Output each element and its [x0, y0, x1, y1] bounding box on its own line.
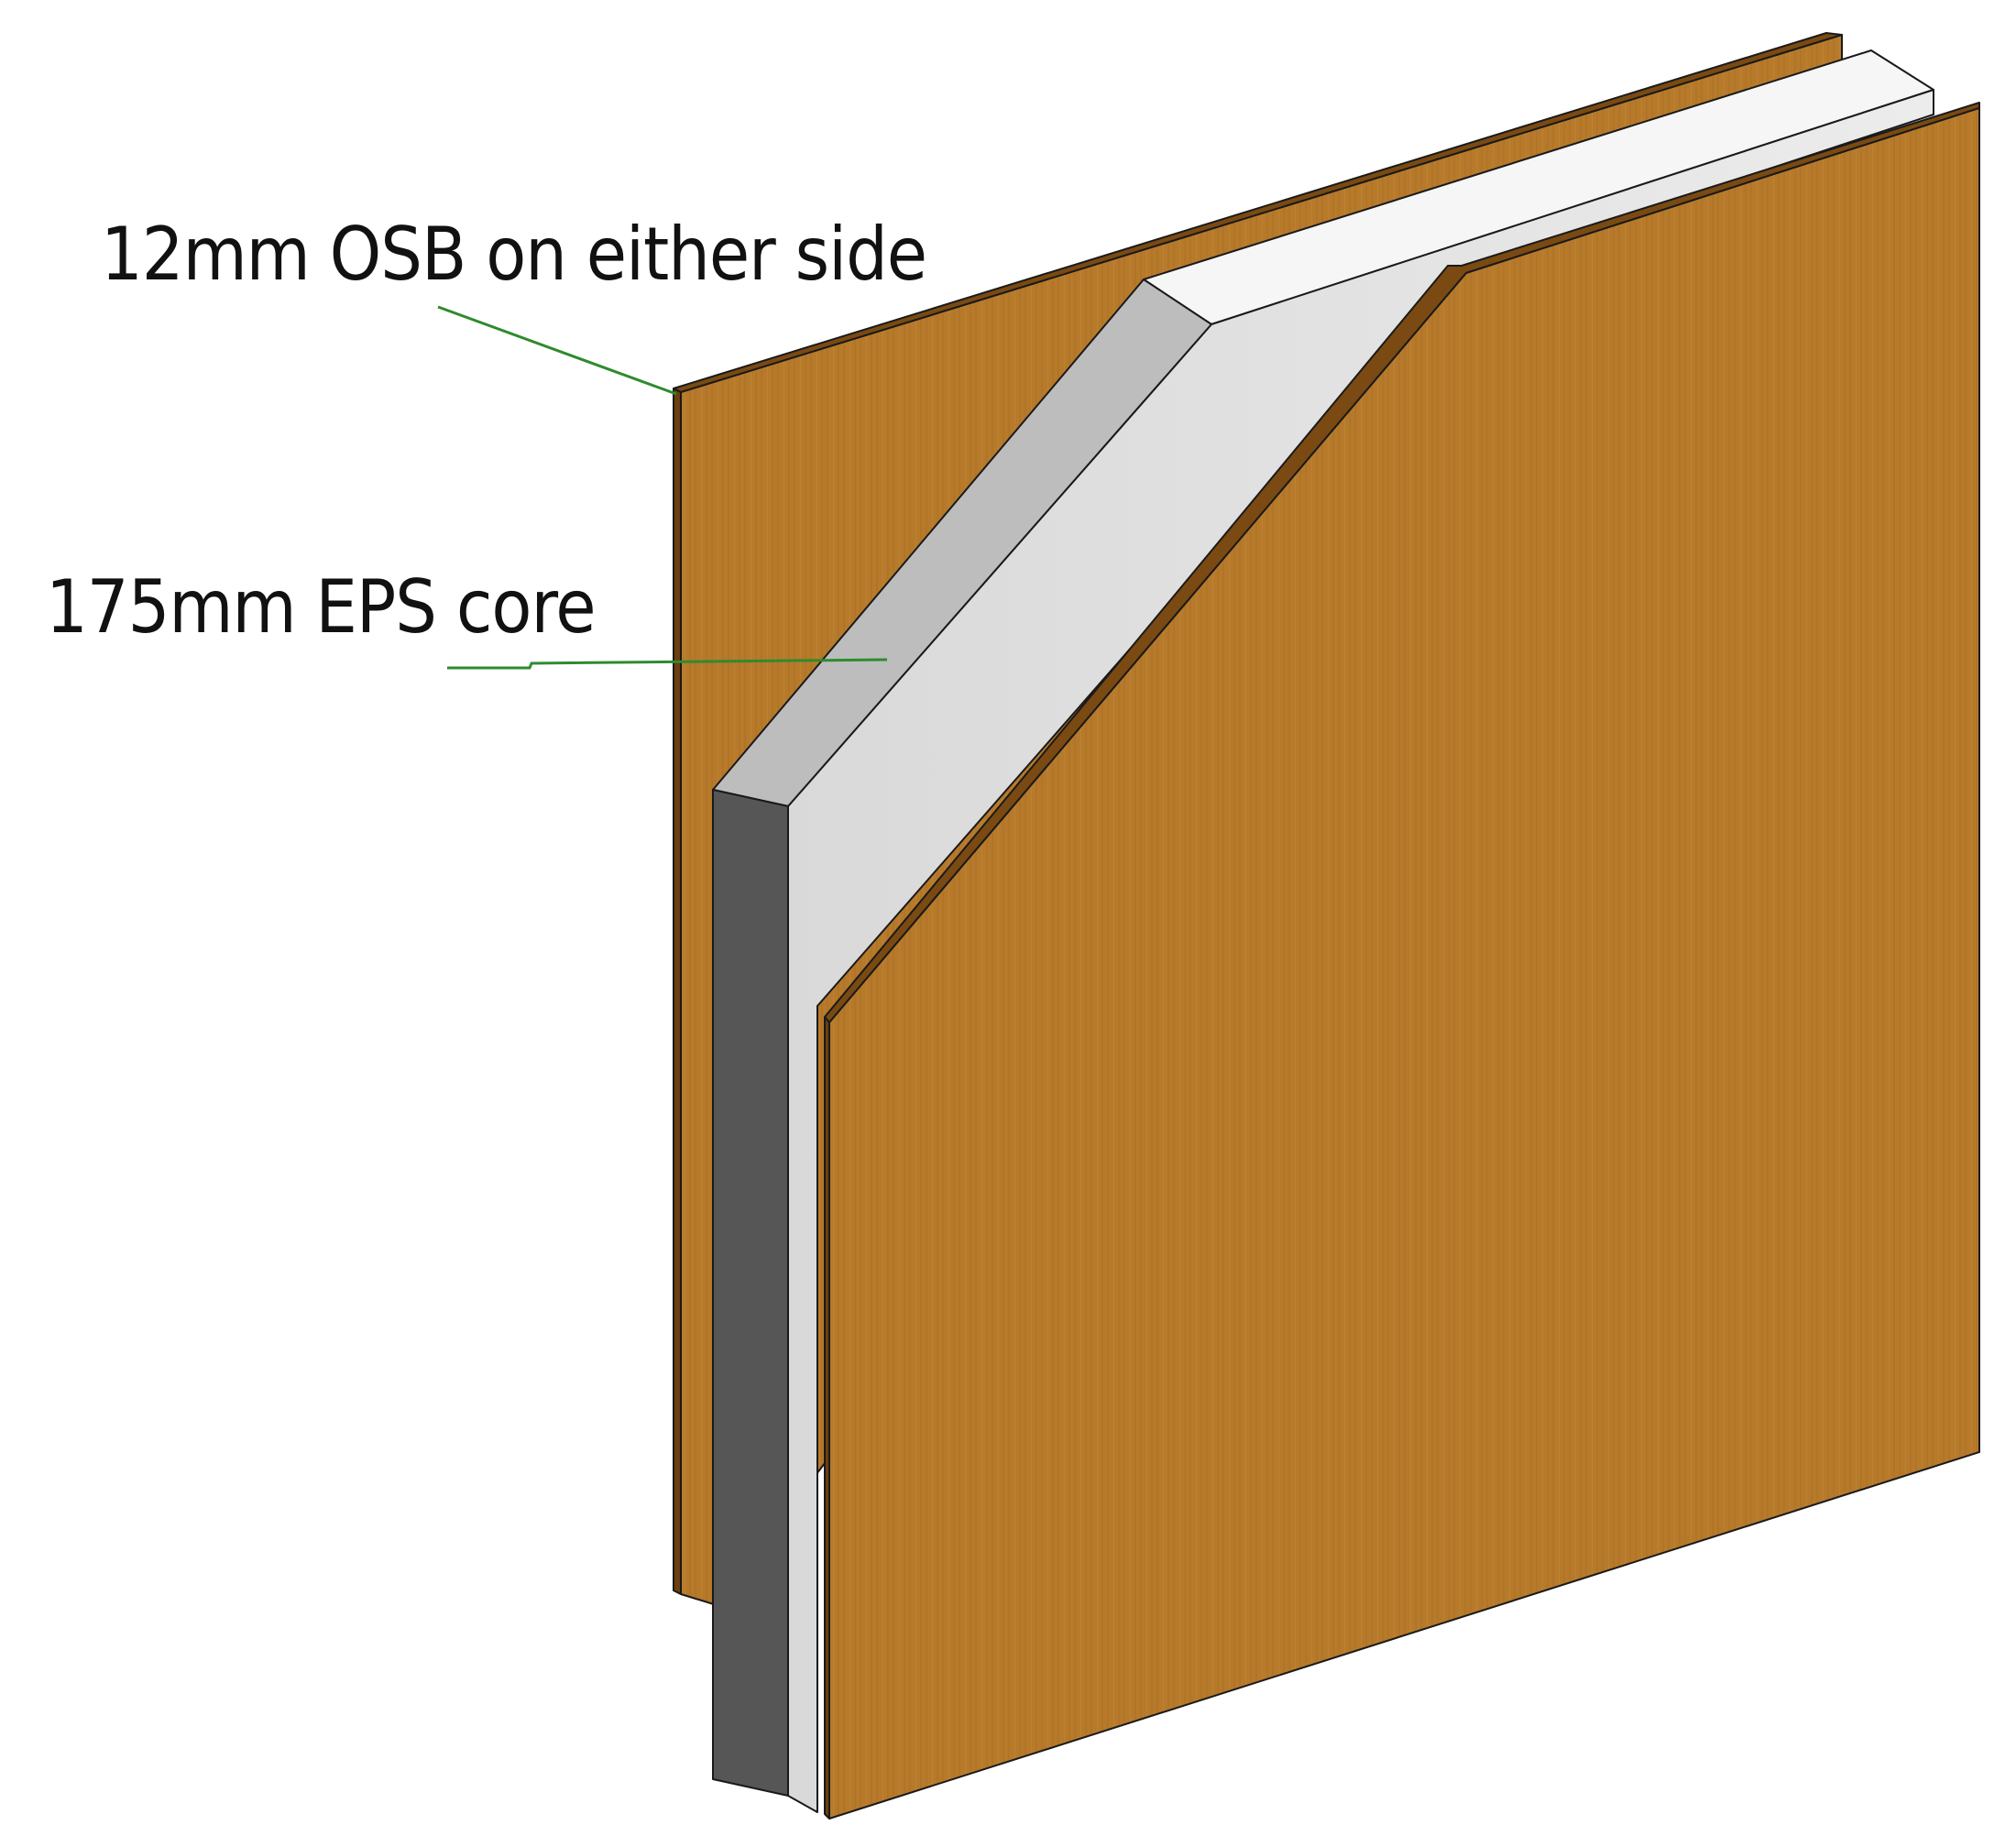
eps-callout-label: 175mm EPS core — [46, 564, 596, 650]
osb-back-side-edge — [673, 388, 682, 1595]
osb-board-front — [824, 102, 1980, 1820]
osb-leader-line — [437, 305, 677, 396]
eps-leader-line — [447, 658, 888, 670]
callout-osb: 12mm OSB on either side — [101, 212, 927, 396]
eps-core — [712, 49, 1934, 1813]
callout-eps: 175mm EPS core — [46, 564, 888, 670]
osb-front-side-edge — [824, 1016, 830, 1820]
osb-callout-label: 12mm OSB on either side — [101, 212, 926, 297]
eps-side-face — [712, 789, 789, 1797]
